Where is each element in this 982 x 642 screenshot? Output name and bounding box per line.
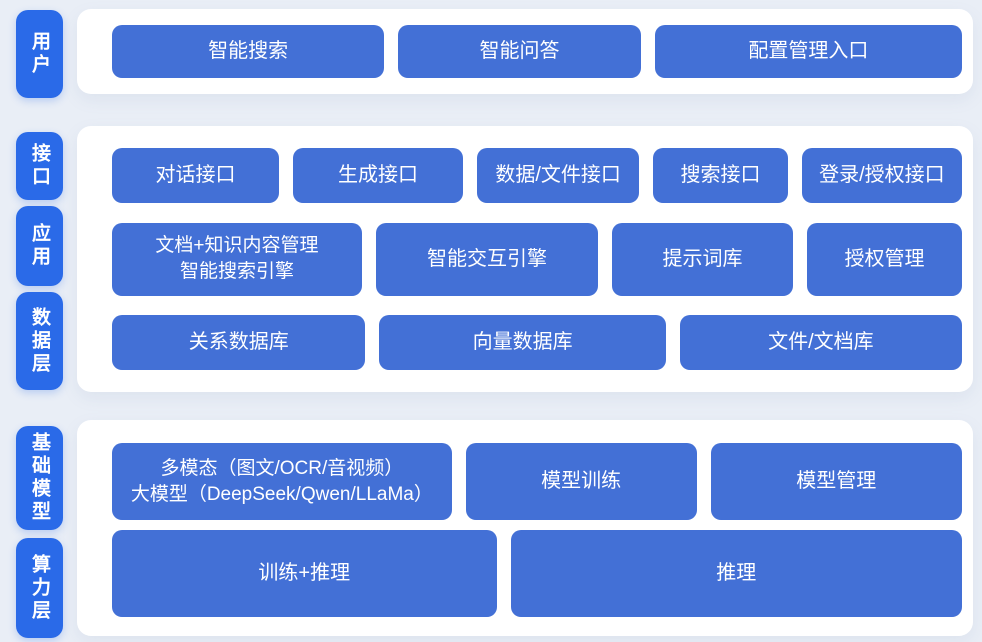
bottom-layers-panel: 多模态（图文/OCR/音视频） 大模型（DeepSeek/Qwen/LLaMa）… xyxy=(77,420,973,636)
user-layer-row: 智能搜索 智能问答 配置管理入口 xyxy=(112,25,962,78)
base-model-row: 多模态（图文/OCR/音视频） 大模型（DeepSeek/Qwen/LLaMa）… xyxy=(112,443,962,520)
layer-pill-interface: 接口 xyxy=(16,132,63,200)
btn-authorization-management: 授权管理 xyxy=(806,222,962,296)
btn-prompt-library: 提示词库 xyxy=(612,222,793,296)
btn-data-file-api: 数据/文件接口 xyxy=(477,148,640,203)
btn-doc-knowledge-search-engine: 文档+知识内容管理 智能搜索引擎 xyxy=(112,222,362,296)
layer-pill-compute-layer: 算力层 xyxy=(16,538,63,638)
layer-pill-base-model: 基础模型 xyxy=(16,426,63,530)
application-row: 文档+知识内容管理 智能搜索引擎 智能交互引擎 提示词库 授权管理 xyxy=(112,222,962,296)
btn-intelligent-interaction-engine: 智能交互引擎 xyxy=(375,222,599,296)
btn-smart-qa: 智能问答 xyxy=(398,25,641,78)
btn-dialog-api: 对话接口 xyxy=(112,148,280,203)
btn-multimodal-large-model: 多模态（图文/OCR/音视频） 大模型（DeepSeek/Qwen/LLaMa） xyxy=(112,443,452,520)
middle-layers-panel: 对话接口 生成接口 数据/文件接口 搜索接口 登录/授权接口 文档+知识内容管理… xyxy=(77,126,973,392)
layer-pill-data-layer: 数据层 xyxy=(16,292,63,390)
btn-vector-database: 向量数据库 xyxy=(379,315,666,370)
interface-row: 对话接口 生成接口 数据/文件接口 搜索接口 登录/授权接口 xyxy=(112,148,962,203)
layer-pill-application: 应用 xyxy=(16,206,63,286)
btn-model-training: 模型训练 xyxy=(465,443,697,520)
btn-line-2: 大模型（DeepSeek/Qwen/LLaMa） xyxy=(130,483,433,505)
btn-training-plus-inference: 训练+推理 xyxy=(112,530,497,617)
compute-layer-row: 训练+推理 推理 xyxy=(112,530,962,617)
user-layer-panel: 智能搜索 智能问答 配置管理入口 xyxy=(77,9,973,94)
btn-relational-database: 关系数据库 xyxy=(112,315,366,370)
btn-line-1: 文档+知识内容管理 xyxy=(155,235,319,257)
data-layer-row: 关系数据库 向量数据库 文件/文档库 xyxy=(112,315,962,370)
btn-line-1: 多模态（图文/OCR/音视频） xyxy=(160,457,404,479)
btn-multiline-text: 文档+知识内容管理 智能搜索引擎 xyxy=(155,233,318,284)
btn-file-document-store: 文件/文档库 xyxy=(679,315,962,370)
btn-smart-search: 智能搜索 xyxy=(112,25,385,78)
btn-inference: 推理 xyxy=(510,530,962,617)
btn-line-2: 智能搜索引擎 xyxy=(179,261,294,282)
btn-search-api: 搜索接口 xyxy=(653,148,788,203)
btn-generation-api: 生成接口 xyxy=(293,148,464,203)
btn-multiline-text: 多模态（图文/OCR/音视频） 大模型（DeepSeek/Qwen/LLaMa） xyxy=(131,456,433,507)
btn-config-management-entry: 配置管理入口 xyxy=(654,25,962,78)
btn-login-auth-api: 登录/授权接口 xyxy=(801,148,962,203)
layer-pill-user: 用户 xyxy=(16,10,63,98)
btn-model-management: 模型管理 xyxy=(710,443,962,520)
